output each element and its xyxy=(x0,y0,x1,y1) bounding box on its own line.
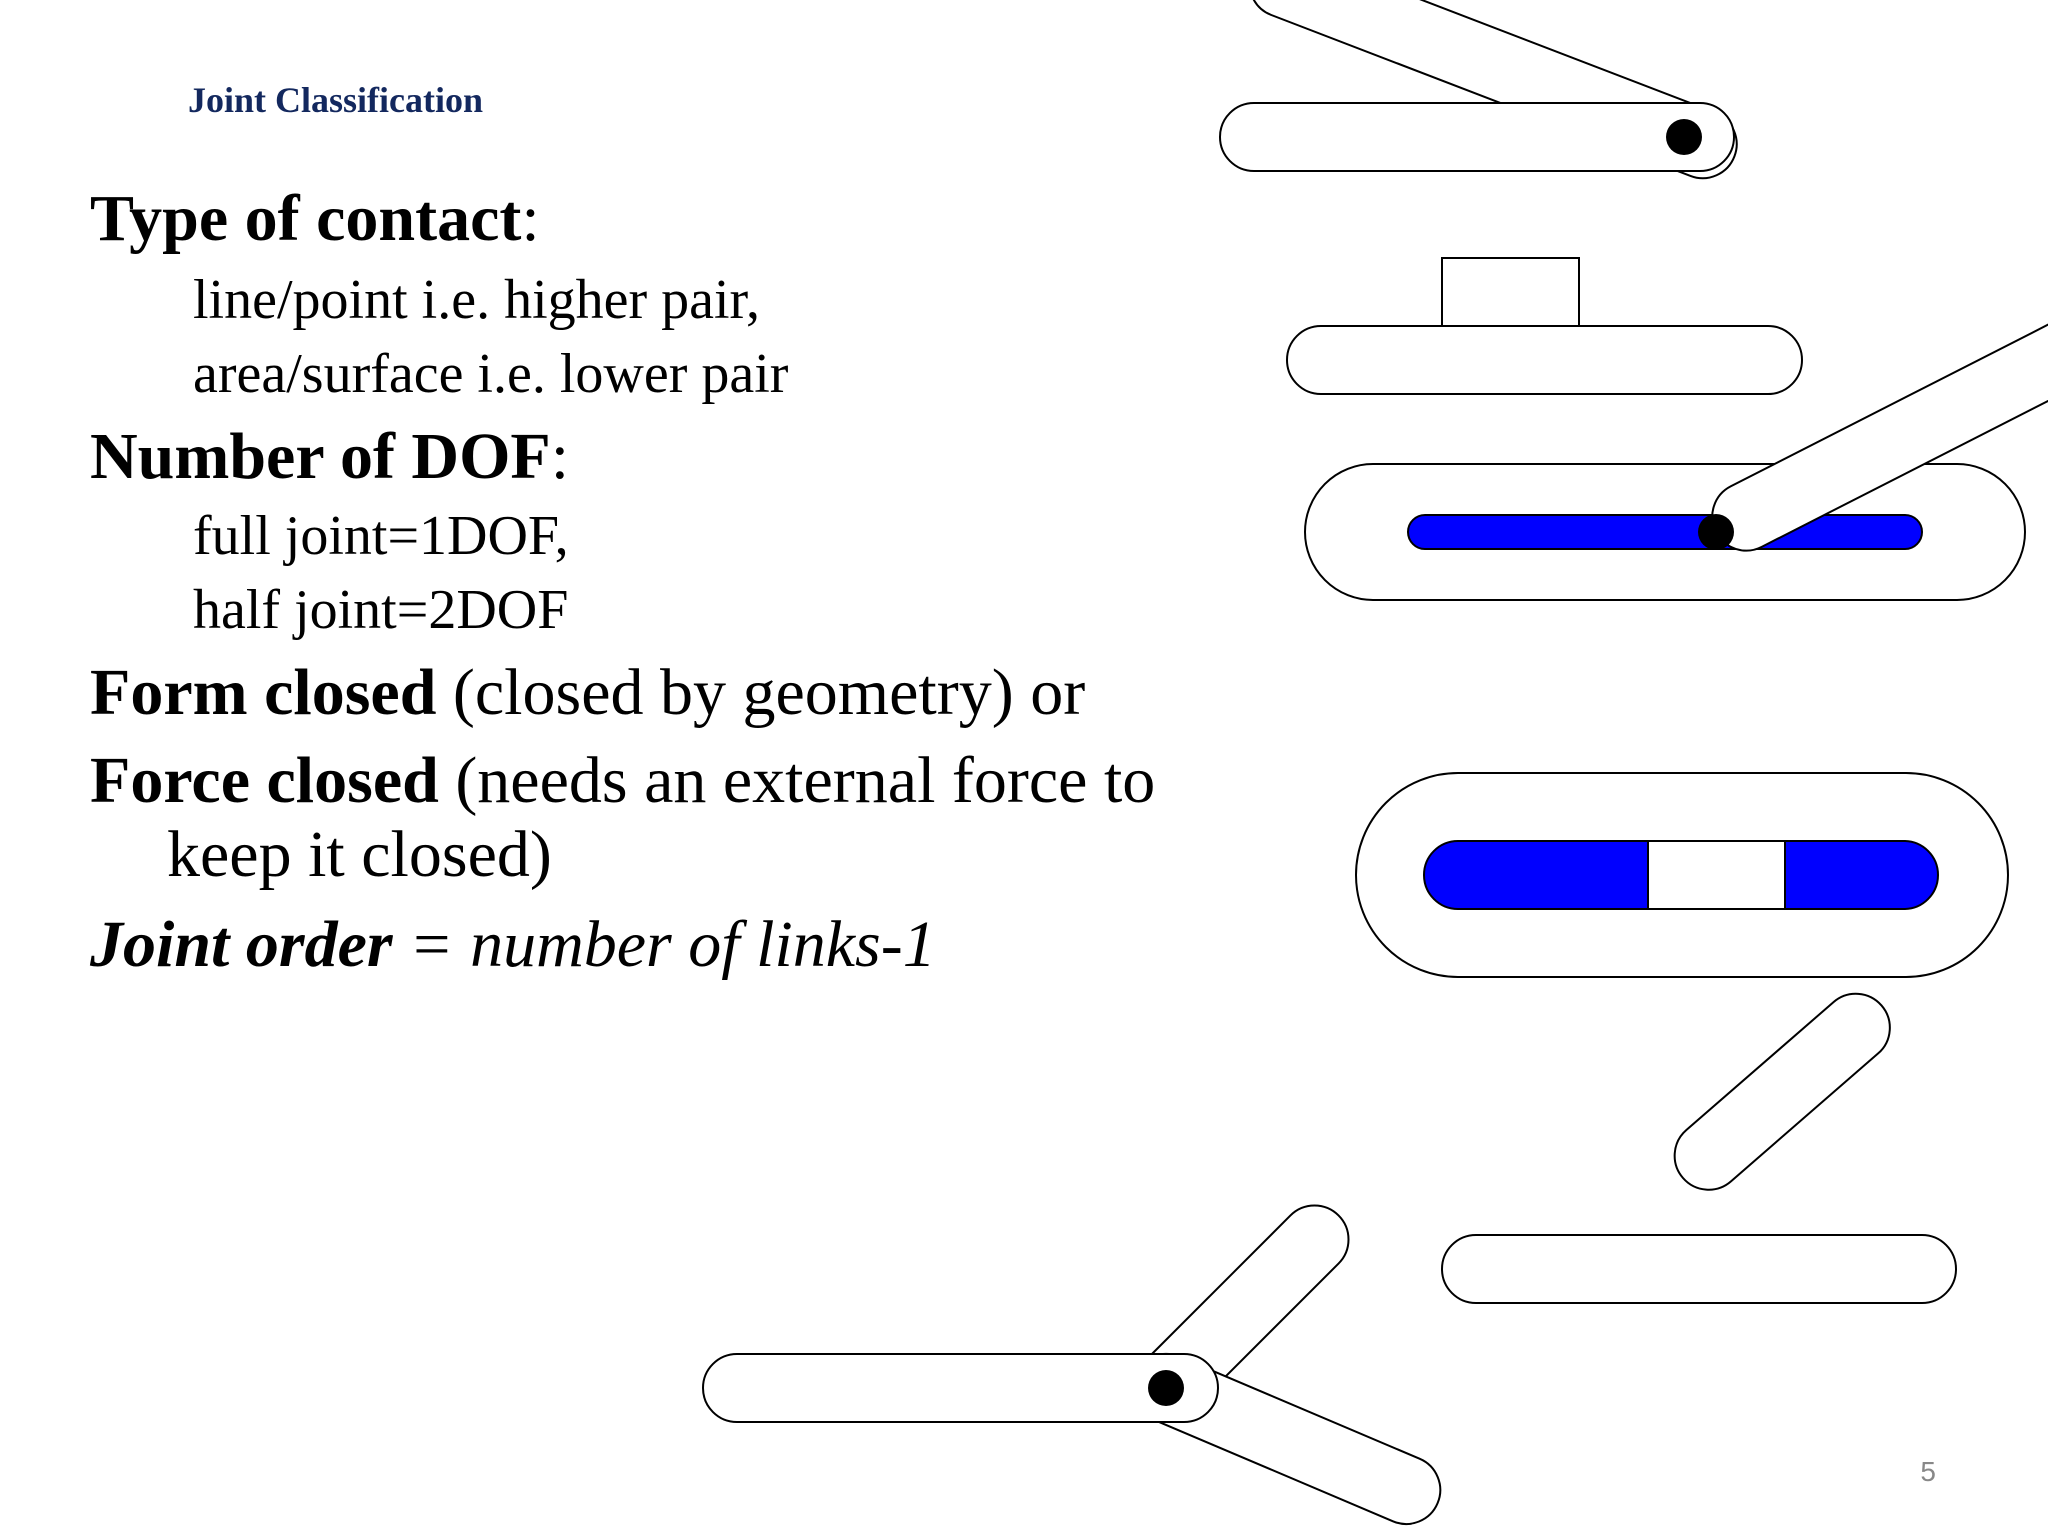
form-closed-description: (closed by geometry) or xyxy=(436,656,1086,729)
dof-item-half-joint: half joint=2DOF xyxy=(193,579,569,641)
dof-heading-line: Number of DOF: xyxy=(90,424,569,490)
contact-item-higher-pair: line/point i.e. higher pair, xyxy=(193,269,760,331)
line-contact-illustration xyxy=(1441,992,1957,1304)
slot xyxy=(1407,514,1923,550)
link xyxy=(1286,325,1803,395)
contact-item-lower-pair: area/surface i.e. lower pair xyxy=(193,343,789,405)
pin-icon xyxy=(1666,119,1702,155)
pin-icon xyxy=(1698,514,1734,550)
multiple-joint-illustration xyxy=(702,1204,1442,1525)
joint-order-term: Joint order xyxy=(90,908,393,981)
force-closed-description: (needs an external force to xyxy=(438,744,1156,817)
joint-order-line: Joint order = number of links-1 xyxy=(90,912,936,978)
pin-icon xyxy=(1148,1370,1184,1406)
slide-title: Joint Classification xyxy=(188,80,484,120)
force-closed-continuation: keep it closed) xyxy=(167,818,552,891)
form-closed-term: Form closed xyxy=(90,656,437,729)
dof-heading: Number of DOF xyxy=(90,420,551,493)
link xyxy=(702,1353,1219,1423)
slider-block xyxy=(1647,840,1786,910)
force-closed-term: Force closed xyxy=(90,744,439,817)
contact-heading: Type of contact xyxy=(90,182,522,255)
link xyxy=(1673,992,1891,1191)
link xyxy=(1219,102,1735,172)
contact-colon: : xyxy=(521,182,540,255)
contact-heading-line: Type of contact: xyxy=(90,186,540,252)
block-in-slot-illustration xyxy=(1355,772,2009,978)
pin-joint-illustration xyxy=(1219,0,1738,180)
dof-item-full-joint: full joint=1DOF, xyxy=(193,505,569,567)
force-closed-line: Force closed (needs an external force to xyxy=(90,748,1155,814)
page-number: 5 xyxy=(1920,1456,1936,1487)
form-closed-line: Form closed (closed by geometry) or xyxy=(90,660,1085,726)
dof-colon: : xyxy=(550,420,570,493)
slider-block xyxy=(1441,257,1580,327)
pin-in-slot-illustration xyxy=(1304,301,2048,601)
slider-joint-illustration xyxy=(1286,257,1803,395)
joint-order-formula: = number of links-1 xyxy=(392,908,936,981)
link xyxy=(1441,1234,1957,1304)
